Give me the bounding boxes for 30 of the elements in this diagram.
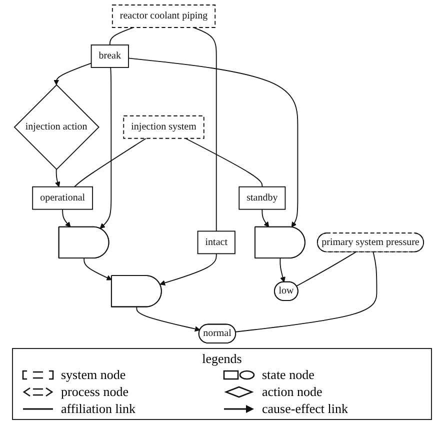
arrow [160,253,217,286]
node-box: reactor coolant piping [112,4,216,28]
node-box: operational [32,186,94,210]
connector [192,27,217,232]
arrow [136,306,200,332]
legend-label: system node [61,367,126,383]
connector [74,138,147,188]
node-box: standby [238,186,286,210]
node-box: intact [197,230,236,254]
arrow [84,258,112,280]
arrow [100,67,112,229]
arrow [128,58,298,228]
arrow [280,258,286,282]
legend-label: affiliation link [61,401,136,417]
arrow [62,208,71,228]
arrow [54,168,60,188]
connector [185,138,263,188]
legend-label: state node [262,367,314,383]
connector [235,252,378,332]
legend-label: action node [262,384,322,400]
arrow [262,208,270,228]
legend-label: process node [61,384,129,400]
node-box: break [90,44,129,68]
node-diamond: injection action [14,84,100,170]
legend-title: legends [201,351,243,367]
node-box: injection system [123,115,204,139]
connector [109,27,134,46]
connector [296,252,356,287]
legend-label: cause-effect link [262,401,348,417]
arrow [54,62,92,86]
